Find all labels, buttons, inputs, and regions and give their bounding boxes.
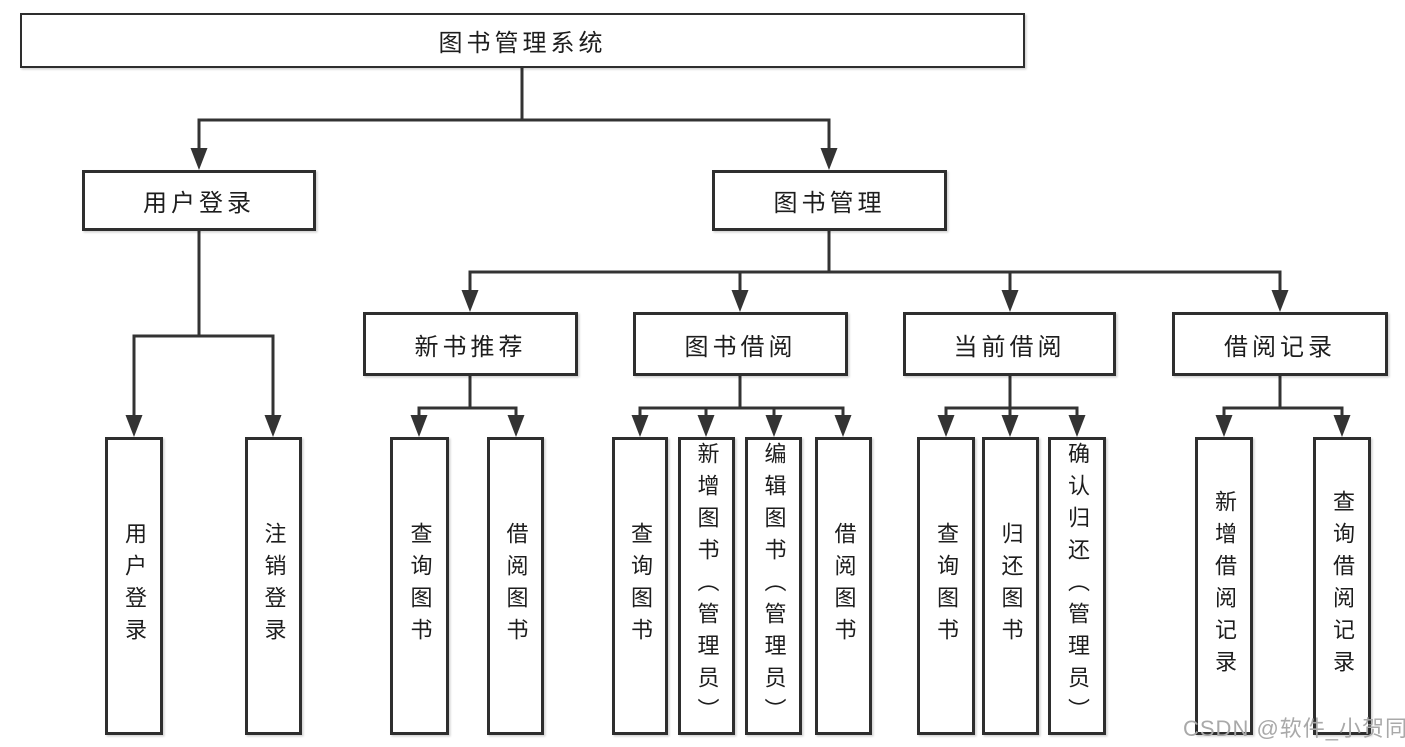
leaf-user-login: 用户登录 <box>105 437 163 735</box>
leaf-confirm-return-admin: 确认归还（管理员） <box>1048 437 1106 735</box>
node-user-login: 用户登录 <box>82 170 316 231</box>
leaf-borrow-book-2-label: 借阅图书 <box>831 522 857 650</box>
leaf-query-borrow-record-label: 查询借阅记录 <box>1330 490 1355 682</box>
leaf-logout: 注销登录 <box>245 437 302 735</box>
leaf-edit-book-admin-label: 编辑图书（管理员） <box>761 442 787 730</box>
leaf-query-book-2: 查询图书 <box>612 437 668 735</box>
leaf-query-book-1: 查询图书 <box>390 437 449 735</box>
csdn-watermark: CSDN @软件_小贺同学 <box>1183 716 1405 741</box>
connector-borrow-records-children <box>1215 374 1351 437</box>
leaf-add-book-admin-label: 新增图书（管理员） <box>694 442 720 730</box>
connector-root-to-level2 <box>190 66 838 170</box>
leaf-query-book-3: 查询图书 <box>917 437 975 735</box>
node-borrow-records: 借阅记录 <box>1172 312 1388 376</box>
leaf-borrow-book-1-label: 借阅图书 <box>503 522 529 650</box>
node-root: 图书管理系统 <box>20 13 1025 68</box>
connector-book-management-children <box>461 229 1289 312</box>
connector-new-book-children <box>410 374 525 437</box>
leaf-query-book-1-label: 查询图书 <box>407 522 433 650</box>
leaf-confirm-return-admin-label: 确认归还（管理员） <box>1065 442 1090 730</box>
leaf-add-borrow-record: 新增借阅记录 <box>1195 437 1253 735</box>
node-new-book-recommend: 新书推荐 <box>363 312 578 376</box>
leaf-borrow-book-2: 借阅图书 <box>815 437 872 735</box>
leaf-query-book-2-label: 查询图书 <box>628 522 653 650</box>
leaf-return-book: 归还图书 <box>982 437 1039 735</box>
leaf-user-login-label: 用户登录 <box>122 522 147 650</box>
leaf-add-borrow-record-label: 新增借阅记录 <box>1212 490 1237 682</box>
leaf-add-book-admin: 新增图书（管理员） <box>678 437 735 735</box>
connector-current-borrow-children <box>937 374 1086 437</box>
leaf-query-borrow-record: 查询借阅记录 <box>1313 437 1371 735</box>
node-book-borrow: 图书借阅 <box>633 312 848 376</box>
leaf-return-book-label: 归还图书 <box>998 522 1024 650</box>
leaf-query-book-3-label: 查询图书 <box>934 522 959 650</box>
node-book-management: 图书管理 <box>712 170 947 231</box>
leaf-logout-label: 注销登录 <box>261 522 287 650</box>
connector-book-borrow-children <box>631 374 852 437</box>
leaf-edit-book-admin: 编辑图书（管理员） <box>745 437 802 735</box>
node-current-borrow: 当前借阅 <box>903 312 1116 376</box>
leaf-borrow-book-1: 借阅图书 <box>487 437 544 735</box>
connector-user-login-children <box>125 229 282 437</box>
